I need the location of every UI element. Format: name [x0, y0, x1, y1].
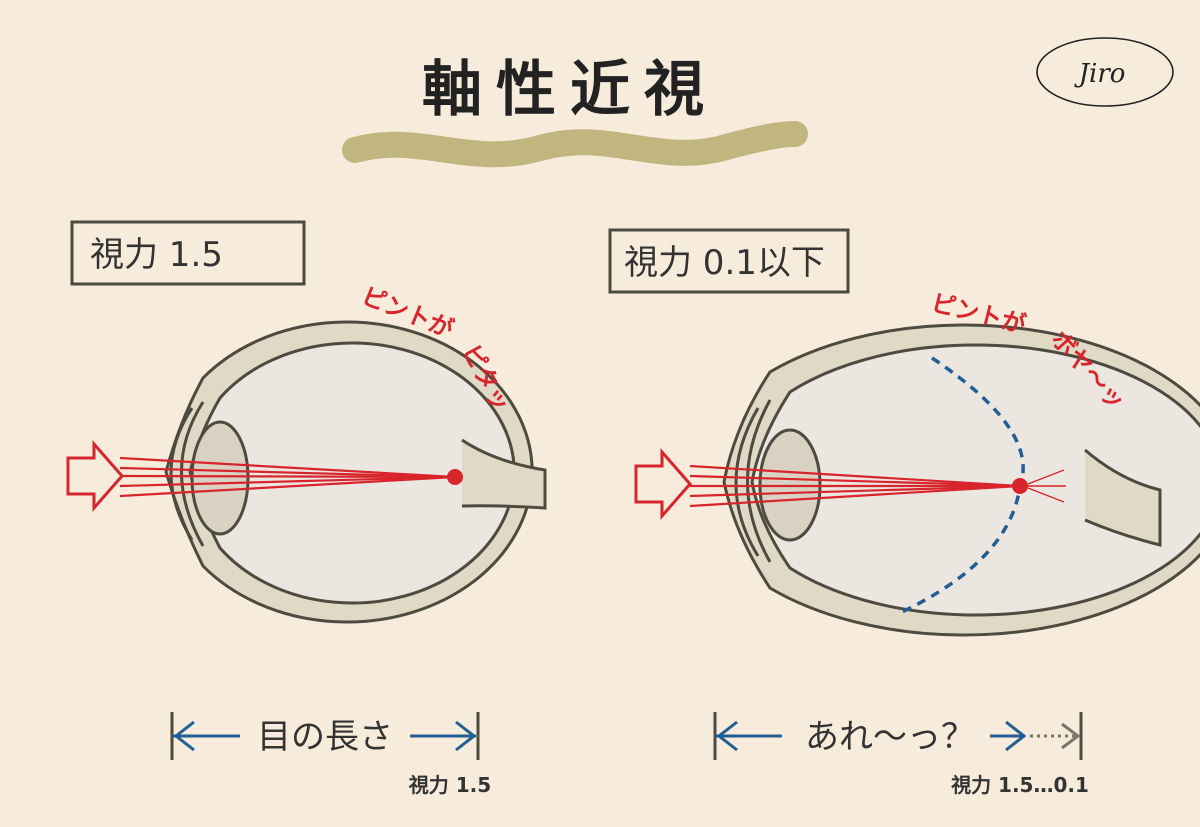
right-acuity-label: 視力 0.1以下 — [624, 243, 825, 283]
title-underline — [342, 121, 808, 168]
left-acuity-box — [70, 220, 306, 286]
svg-text:Jiro: Jiro — [1074, 59, 1126, 89]
right-eye-panel: 視力 0.1以下 — [608, 228, 1200, 797]
left-incoming-light-arrow — [66, 440, 124, 512]
right-dimension-label: あれ～っ？ — [805, 717, 975, 757]
left-dimension-label: 目の長さ — [257, 717, 393, 757]
signature: Jiro — [1036, 37, 1174, 107]
left-acuity-note: 視力 1.5 — [408, 773, 491, 797]
right-light-rays — [689, 464, 1021, 508]
left-light-rays — [119, 456, 456, 498]
right-incoming-light-arrow — [634, 448, 692, 520]
page-title: 軸性近視 — [422, 55, 718, 125]
right-eyeball — [689, 323, 1200, 637]
left-eye-panel: 視力 1.5 ピントが — [66, 220, 547, 797]
right-acuity-box — [608, 228, 850, 294]
left-eye-length-dimension — [170, 712, 480, 760]
right-eye-length-dimension — [713, 712, 1083, 760]
left-eyeball — [119, 320, 547, 624]
left-acuity-label: 視力 1.5 — [90, 235, 223, 275]
right-diverging-rays — [1027, 469, 1066, 503]
right-acuity-note: 視力 1.5…0.1 — [950, 773, 1089, 797]
